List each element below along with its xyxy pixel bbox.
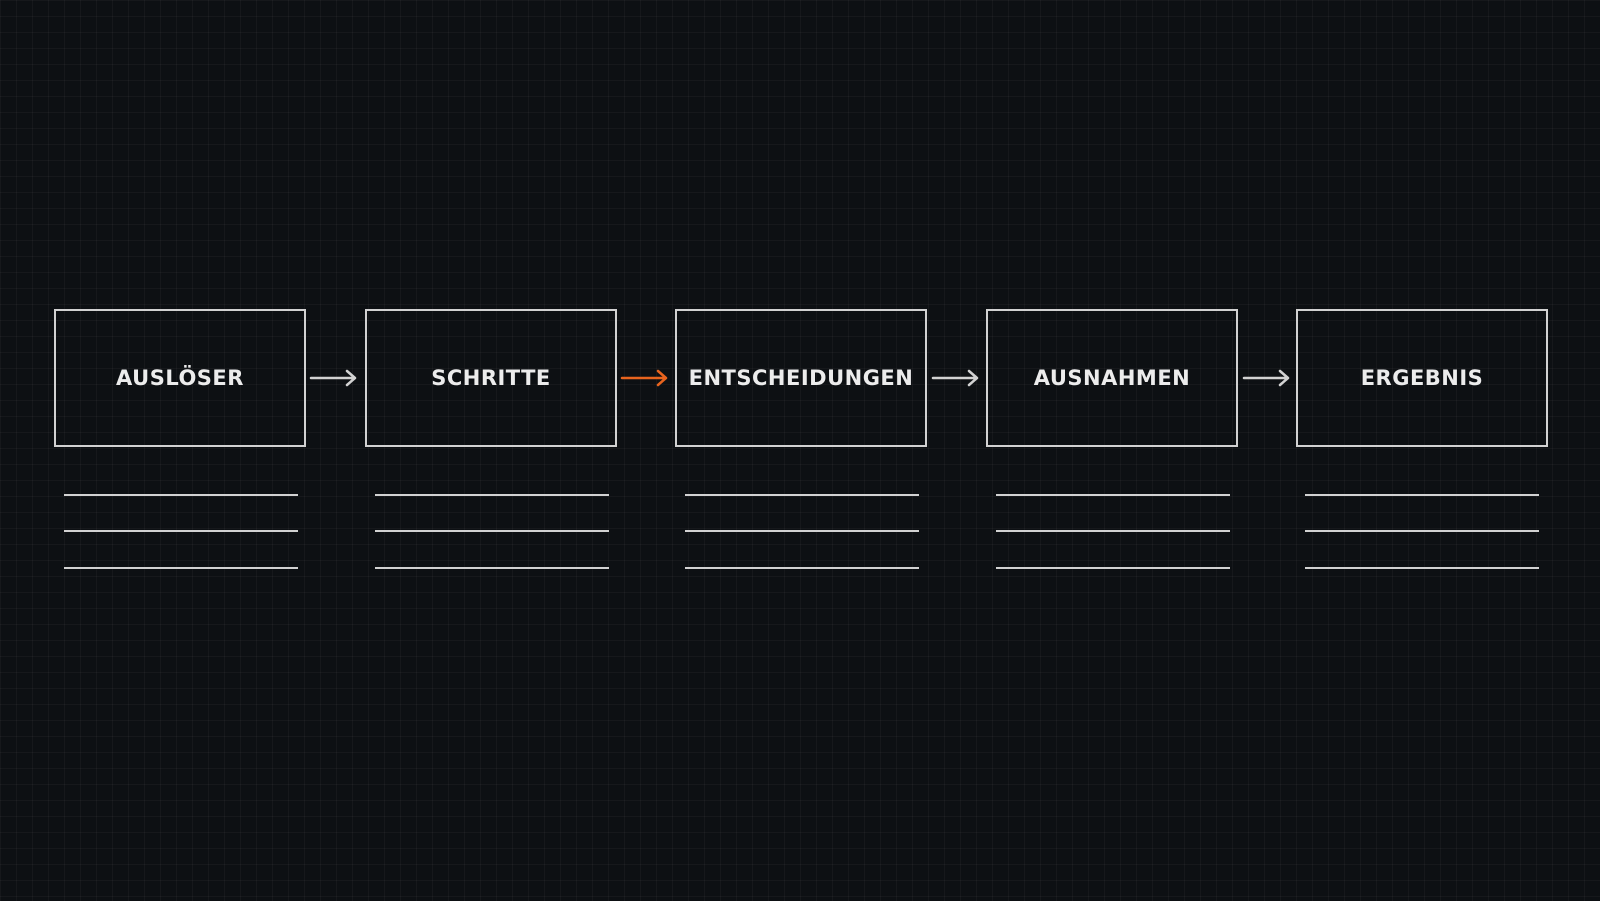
placeholder-line [996,494,1230,496]
placeholder-line [996,530,1230,532]
step-box-entscheidungen: ENTSCHEIDUNGEN [675,309,927,447]
step-placeholder-lines-ausloeser [64,494,298,570]
step-placeholder-lines-ergebnis [1305,494,1539,570]
step-box-ausnahmen: AUSNAHMEN [986,309,1238,447]
placeholder-line [375,530,609,532]
placeholder-line [64,494,298,496]
placeholder-line [685,494,919,496]
placeholder-line [375,567,609,569]
step-label-schritte: SCHRITTE [431,366,551,390]
placeholder-line [375,494,609,496]
step-placeholder-lines-entscheidungen [685,494,919,570]
placeholder-line [64,567,298,569]
arrow-right-icon [309,368,359,388]
placeholder-line [685,567,919,569]
step-box-ergebnis: ERGEBNIS [1296,309,1548,447]
step-placeholder-lines-schritte [375,494,609,570]
arrow-right-icon [931,368,981,388]
step-label-ausnahmen: AUSNAHMEN [1033,366,1191,390]
step-label-entscheidungen: ENTSCHEIDUNGEN [688,366,914,390]
placeholder-line [64,530,298,532]
step-placeholder-lines-ausnahmen [996,494,1230,570]
step-label-ergebnis: ERGEBNIS [1360,366,1484,390]
arrow-right-icon [1242,368,1292,388]
step-label-ausloeser: AUSLÖSER [116,366,244,390]
arrow-right-highlighted-icon [620,368,670,388]
placeholder-line [1305,567,1539,569]
placeholder-line [1305,530,1539,532]
step-box-schritte: SCHRITTE [365,309,617,447]
placeholder-line [1305,494,1539,496]
placeholder-line [996,567,1230,569]
placeholder-line [685,530,919,532]
step-box-ausloeser: AUSLÖSER [54,309,306,447]
